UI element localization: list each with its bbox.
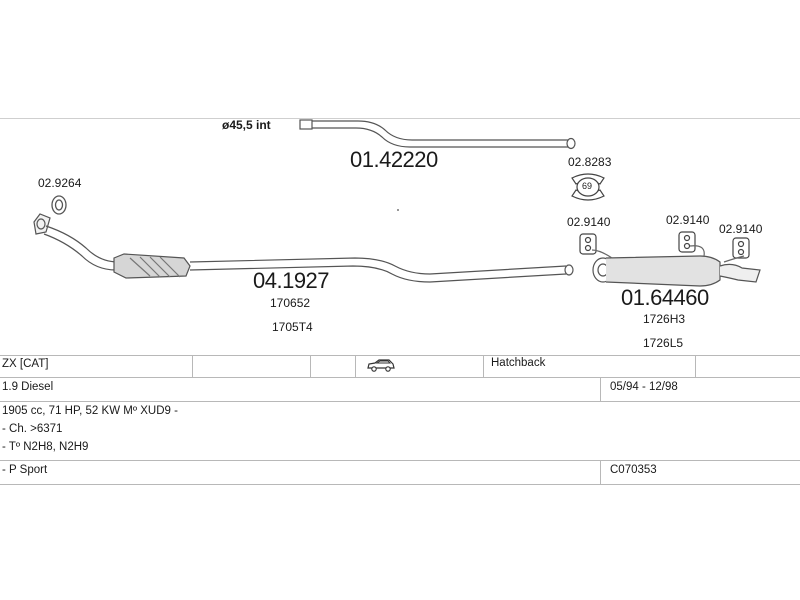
hanger-3 bbox=[732, 237, 750, 259]
table-vline-4 bbox=[483, 355, 484, 377]
rear-silencer bbox=[591, 245, 761, 287]
chassis-cell: - Ch. >6371 bbox=[2, 423, 63, 435]
table-line-5 bbox=[0, 484, 800, 485]
catalyst-ref-2: 1705T4 bbox=[272, 320, 313, 334]
table-line-3 bbox=[0, 401, 800, 402]
catalyst-ref-1: 170652 bbox=[270, 296, 311, 310]
rear-ref-2: 1726L5 bbox=[643, 336, 684, 350]
table-line-4 bbox=[0, 460, 800, 461]
hanger-1-number: 02.9140 bbox=[567, 215, 611, 229]
table-vline-1 bbox=[192, 355, 193, 377]
body-type-cell: Hatchback bbox=[491, 357, 546, 369]
hanger-3-number: 02.9140 bbox=[719, 222, 763, 236]
gasket-number: 02.9264 bbox=[38, 176, 82, 190]
hanger-2 bbox=[678, 231, 696, 253]
type-codes-cell: - Tº N2H8, N2H9 bbox=[2, 441, 89, 453]
table-vline-6 bbox=[600, 377, 601, 401]
rear-ref-1: 1726H3 bbox=[643, 312, 686, 326]
middle-pipe-number: 01.42220 bbox=[350, 147, 438, 172]
clamp-part bbox=[571, 173, 605, 201]
specs-cell: 1905 cc, 71 HP, 52 KW Mº XUD9 - bbox=[2, 405, 178, 417]
clamp-badge: 69 bbox=[582, 181, 593, 191]
stray-dot bbox=[397, 209, 399, 211]
rear-silencer-number: 01.64460 bbox=[621, 285, 709, 310]
catalyst-number: 04.1927 bbox=[253, 268, 330, 293]
top-border bbox=[0, 118, 800, 119]
hanger-2-number: 02.9140 bbox=[666, 213, 710, 227]
table-vline-7 bbox=[600, 460, 601, 484]
table-line-2 bbox=[0, 377, 800, 378]
engine-cell: 1.9 Diesel bbox=[2, 381, 54, 393]
hanger-1 bbox=[579, 233, 597, 255]
model-cell: ZX [CAT] bbox=[2, 358, 49, 370]
table-vline-5 bbox=[695, 355, 696, 377]
gasket-ring bbox=[51, 195, 67, 215]
pipe-diameter-label: ø45,5 int bbox=[222, 118, 271, 132]
middle-pipe bbox=[299, 119, 576, 150]
table-vline-3 bbox=[355, 355, 356, 377]
date-range-cell: 05/94 - 12/98 bbox=[610, 381, 678, 393]
variant-cell: - P Sport bbox=[2, 464, 48, 476]
car-hatchback-icon bbox=[366, 358, 396, 375]
clamp-number: 02.8283 bbox=[568, 155, 612, 169]
table-vline-2 bbox=[310, 355, 311, 377]
code-cell: C070353 bbox=[610, 464, 657, 476]
front-pipe-catalyst bbox=[33, 213, 574, 283]
exhaust-drawing bbox=[33, 119, 761, 287]
table-line-1 bbox=[0, 355, 800, 356]
